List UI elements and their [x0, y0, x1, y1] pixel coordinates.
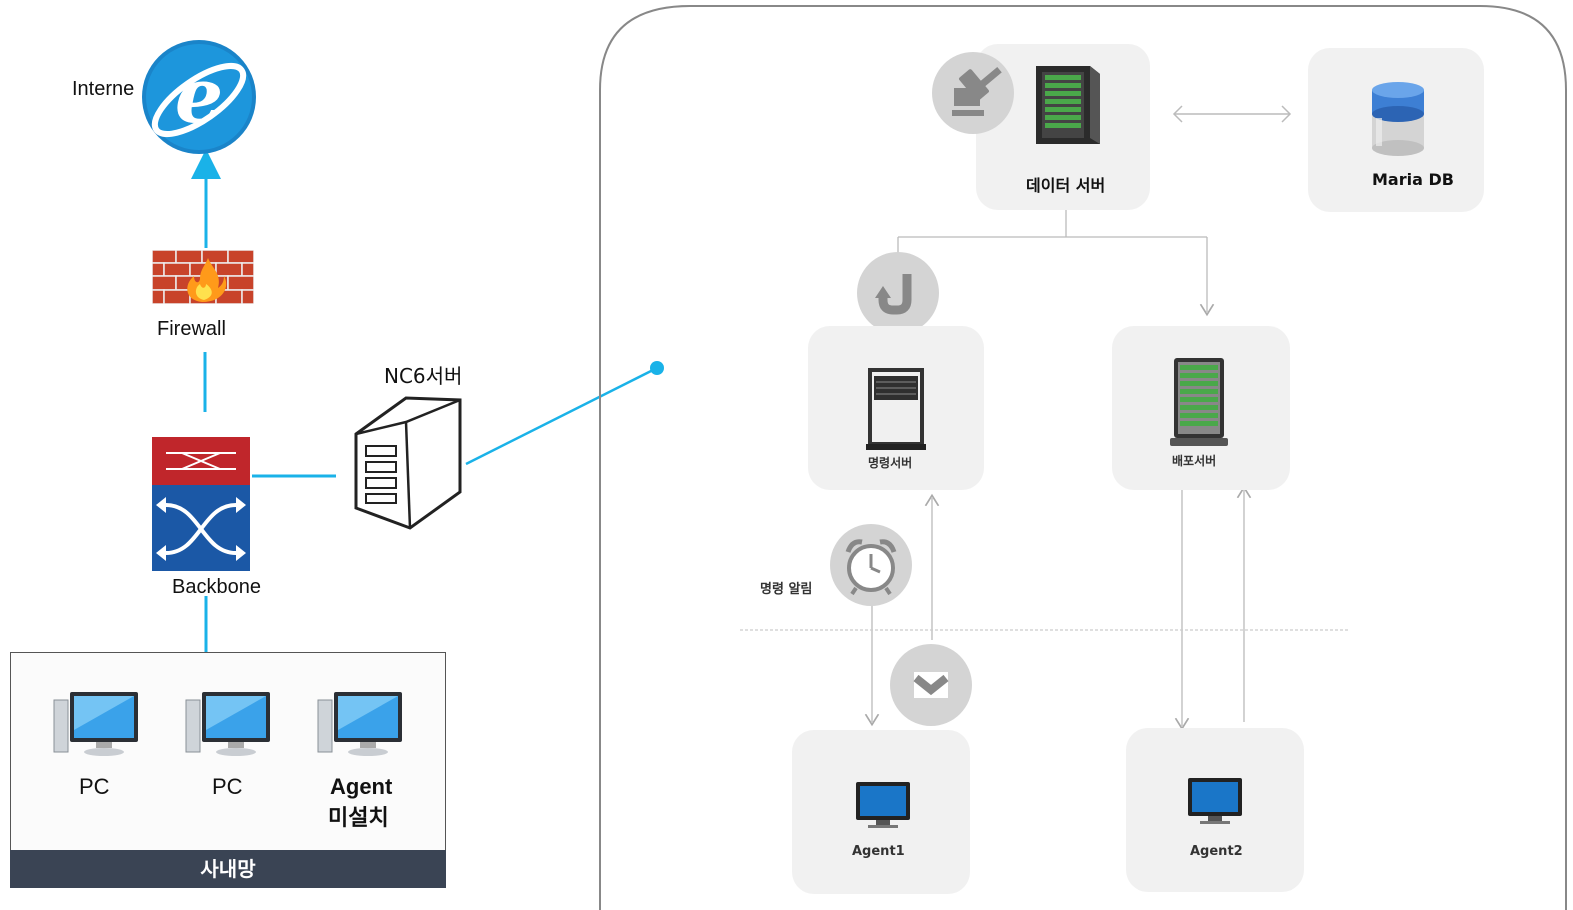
pc-label: PC: [79, 774, 110, 799]
intranet-zone: [10, 652, 446, 888]
download-icon-circle: [890, 644, 972, 726]
connector-dot: [650, 361, 664, 375]
gavel-icon: [952, 66, 1002, 116]
maria-db-label: Maria DB: [1372, 170, 1454, 189]
pc-icon: [316, 690, 404, 760]
return-icon-circle: [857, 252, 939, 334]
pc-icon: [52, 690, 140, 760]
data-server-label: 데이터 서버: [1026, 176, 1106, 195]
alarm-clock-icon: [845, 539, 897, 596]
deploy-server-label: 배포서버: [1172, 454, 1217, 468]
gavel-icon-circle: [932, 52, 1014, 134]
command-server-label: 명령서버: [868, 456, 913, 470]
pc-label: PC: [212, 774, 243, 799]
intranet-label: 사내망: [10, 850, 446, 888]
command-alert-label: 명령 알림: [760, 582, 813, 597]
internet-explorer-icon: e: [140, 38, 258, 156]
data-server-icon: [1030, 60, 1104, 146]
agent-pc-label-line2: 미설치: [328, 806, 389, 831]
server-to-zone-line: [465, 366, 658, 466]
alarm-clock-circle: [830, 524, 912, 606]
agent1-label: Agent1: [852, 844, 905, 859]
firewall-icon: [151, 249, 255, 305]
database-icon: [1370, 80, 1426, 158]
agent2-label: Agent2: [1190, 844, 1243, 859]
agent1-monitor-icon: [854, 780, 912, 830]
agent-pc-label-line1: Agent: [330, 774, 393, 799]
deploy-server-icon: [1170, 356, 1228, 448]
command-server-icon: [866, 366, 926, 450]
server-label: NC6서버: [384, 364, 463, 388]
agent2-monitor-icon: [1186, 776, 1244, 826]
server-tower-icon: [350, 392, 464, 530]
internet-label: Interne: [72, 78, 135, 100]
firewall-label: Firewall: [157, 318, 226, 340]
return-arrow-icon: [875, 274, 912, 315]
inbox-download-icon: [913, 672, 949, 698]
pc-icon: [184, 690, 272, 760]
backbone-label: Backbone: [172, 576, 261, 598]
backbone-switch-icon: [152, 437, 250, 571]
system-frame: [599, 5, 1567, 910]
